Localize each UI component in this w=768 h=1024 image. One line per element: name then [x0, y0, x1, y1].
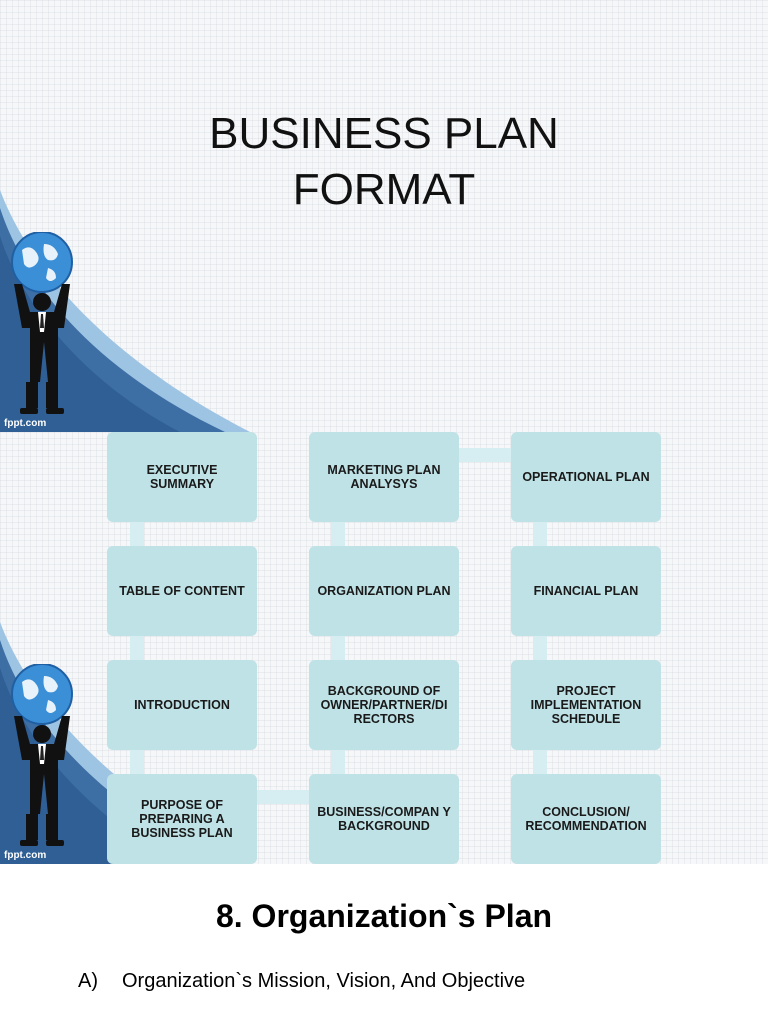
globe-businessman-icon: [11, 232, 73, 414]
connector: [257, 790, 309, 804]
connector: [331, 636, 345, 660]
box-organization-plan: ORGANIZATION PLAN: [309, 546, 459, 636]
connector: [130, 750, 144, 774]
box-executive-summary: EXECUTIVE SUMMARY: [107, 432, 257, 522]
connector: [130, 522, 144, 546]
box-table-of-content: TABLE OF CONTENT: [107, 546, 257, 636]
section-heading: 8. Organization`s Plan: [215, 898, 553, 934]
box-financial-plan: FINANCIAL PLAN: [511, 546, 661, 636]
list-item-text: Organization`s Mission, Vision, And Obje…: [122, 970, 526, 992]
slide-flowchart: fppt.com EXECUTIVE SUMMARY TABLE OF CONT…: [0, 432, 768, 864]
box-business-background: BUSINESS/COMPAN Y BACKGROUND: [309, 774, 459, 864]
slide-title: fppt.com BUSINESS PLAN FORMAT: [0, 0, 768, 432]
slide-organization-plan: 8. Organization`s Plan A) Organization`s …: [0, 864, 768, 1024]
globe-businessman-icon: [11, 664, 73, 846]
title-line-1: BUSINESS PLAN: [209, 109, 559, 158]
connector: [331, 750, 345, 774]
connector: [331, 522, 345, 546]
box-marketing-plan: MARKETING PLAN ANALYSYS: [309, 432, 459, 522]
box-conclusion: CONCLUSION/ RECOMMENDATION: [511, 774, 661, 864]
box-operational-plan: OPERATIONAL PLAN: [511, 432, 661, 522]
connector: [533, 522, 547, 546]
box-introduction: INTRODUCTION: [107, 660, 257, 750]
box-background-owner: BACKGROUND OF OWNER/PARTNER/DI RECTORS: [309, 660, 459, 750]
connector: [533, 636, 547, 660]
list-item: A) Organization`s Mission, Vision, And Ob…: [78, 970, 525, 993]
fppt-watermark: fppt.com: [4, 850, 47, 861]
connector: [533, 750, 547, 774]
fppt-watermark: fppt.com: [4, 418, 47, 429]
connector: [130, 636, 144, 660]
title-line-2: FORMAT: [292, 165, 476, 214]
box-project-schedule: PROJECT IMPLEMENTATION SCHEDULE: [511, 660, 661, 750]
connector: [459, 448, 511, 462]
box-purpose: PURPOSE OF PREPARING A BUSINESS PLAN: [107, 774, 257, 864]
page-title: BUSINESS PLAN FORMAT: [0, 106, 768, 218]
list-marker: A): [78, 970, 98, 992]
